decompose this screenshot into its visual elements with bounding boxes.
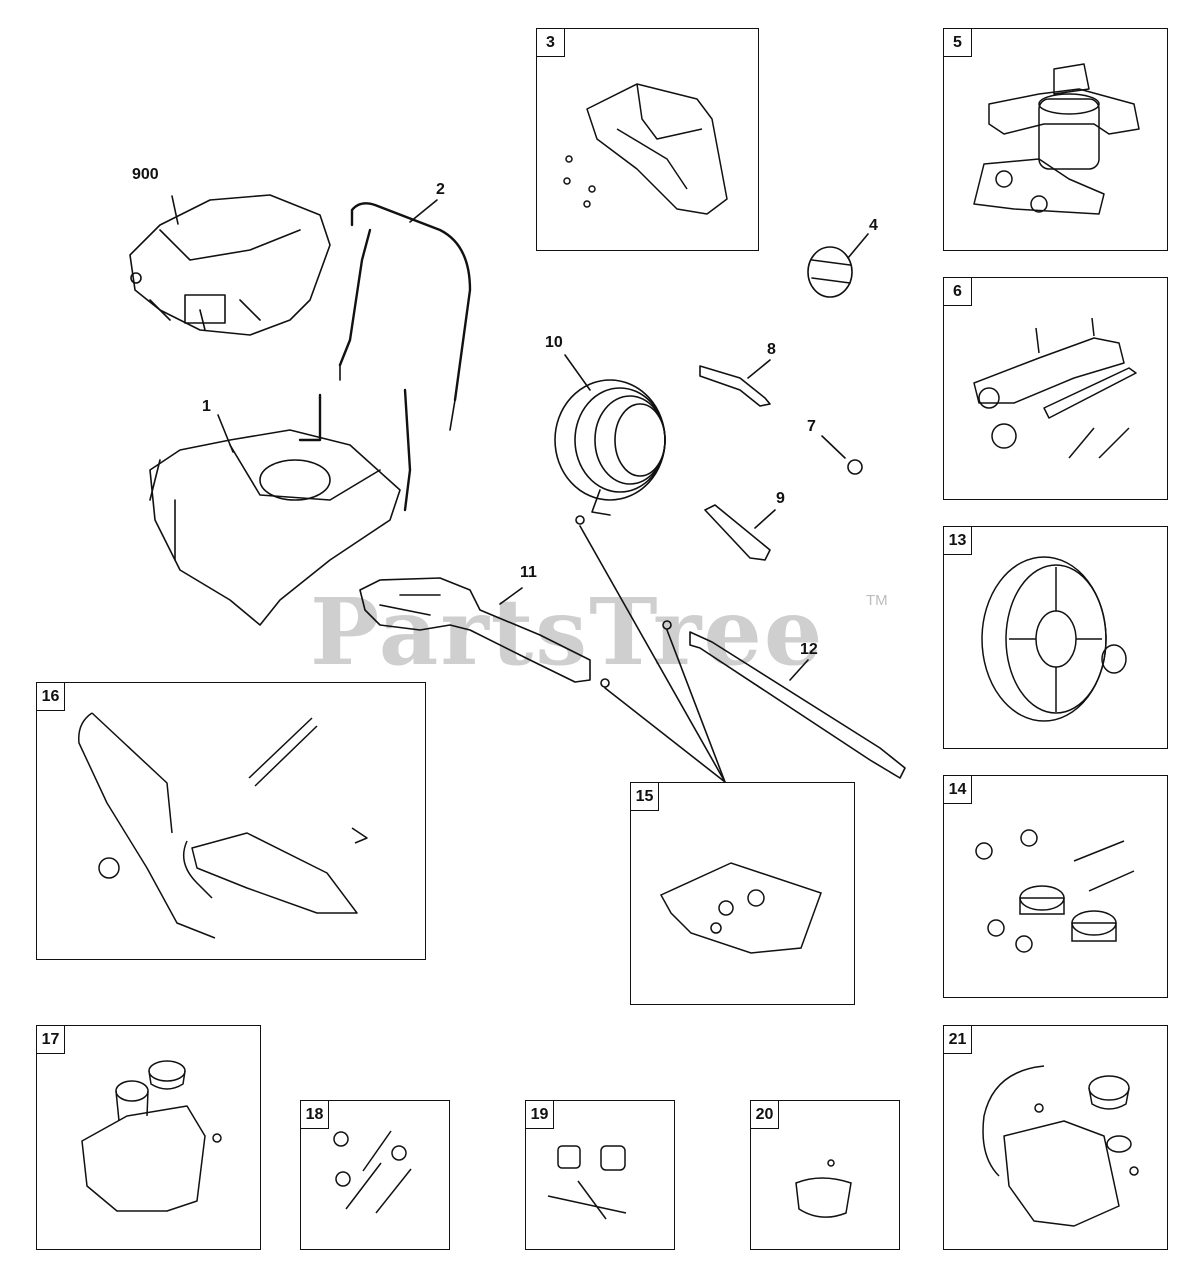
panel-drawing — [563, 83, 728, 215]
callout-7: 7 — [807, 418, 816, 435]
leader-lines — [579, 525, 726, 783]
box-number-20: 20 — [751, 1101, 779, 1129]
hardware-drawing — [975, 829, 1135, 953]
box-number-17: 17 — [37, 1026, 65, 1054]
box-number-5: 5 — [944, 29, 972, 57]
part-8-drawing — [699, 359, 771, 407]
callout-1: 1 — [202, 398, 211, 415]
callout-12: 12 — [800, 641, 818, 658]
handle-kit-drawing — [78, 712, 368, 939]
kit-box-3: 3 — [536, 28, 759, 251]
nozzle-drawing — [807, 233, 869, 298]
cap-drawing — [795, 1159, 852, 1218]
box-number-16: 16 — [37, 683, 65, 711]
decal-drawing — [659, 862, 822, 954]
trademark-mark: TM — [866, 592, 888, 609]
box-number-13: 13 — [944, 527, 972, 555]
engine-drawing — [129, 194, 331, 336]
box-number-6: 6 — [944, 278, 972, 306]
box-number-21: 21 — [944, 1026, 972, 1054]
manifold-drawing — [973, 317, 1137, 459]
kit-box-18: 18 — [300, 1100, 450, 1250]
callout-9: 9 — [776, 490, 785, 507]
part-7-drawing — [821, 435, 863, 475]
callout-900: 900 — [132, 166, 159, 183]
handle-drawing — [338, 199, 472, 431]
kit-box-5: 5 — [943, 28, 1168, 251]
kit-box-20: 20 — [750, 1100, 900, 1250]
kit-box-21: 21 — [943, 1025, 1168, 1250]
brackets-drawing — [547, 1145, 627, 1220]
hose-drawing — [554, 354, 666, 525]
kit-box-16: 16 — [36, 682, 426, 960]
callout-10: 10 — [545, 334, 563, 351]
kit-box-17: 17 — [36, 1025, 261, 1250]
frame-drawing — [149, 388, 412, 626]
callout-11: 11 — [520, 564, 537, 581]
wand-drawing — [662, 620, 906, 779]
box-number-19: 19 — [526, 1101, 554, 1129]
kit-box-14: 14 — [943, 775, 1168, 998]
bolts-drawing — [333, 1130, 412, 1214]
box-number-3: 3 — [537, 29, 565, 57]
kit-box-15: 15 — [630, 782, 855, 1005]
box-number-15: 15 — [631, 783, 659, 811]
box-number-14: 14 — [944, 776, 972, 804]
kit-box-6: 6 — [943, 277, 1168, 500]
wheel-drawing — [981, 556, 1127, 722]
spray-gun-drawing — [359, 577, 610, 688]
kit-box-19: 19 — [525, 1100, 675, 1250]
box-number-18: 18 — [301, 1101, 329, 1129]
pump-drawing — [973, 63, 1140, 215]
callout-8: 8 — [767, 341, 776, 358]
fuel-tank-kit-drawing — [982, 1065, 1139, 1227]
fuel-tank-drawing — [81, 1060, 222, 1212]
callout-4: 4 — [869, 217, 878, 234]
kit-box-13: 13 — [943, 526, 1168, 749]
part-9-drawing — [704, 504, 776, 561]
callout-2: 2 — [436, 181, 445, 198]
